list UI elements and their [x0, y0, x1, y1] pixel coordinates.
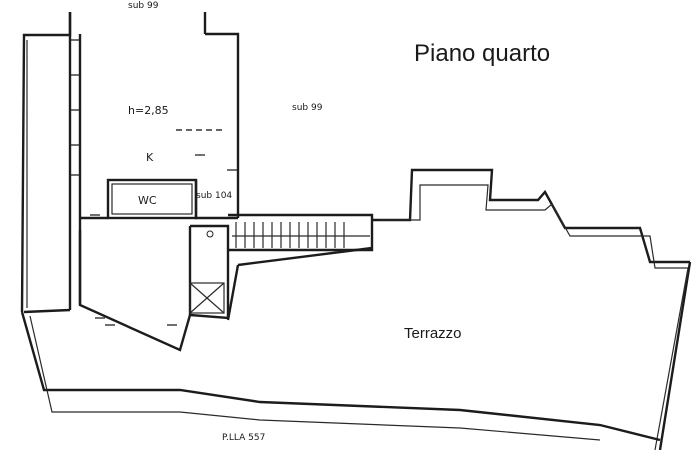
terrace-label: Terrazzo — [404, 325, 462, 342]
wc-label: WC — [138, 194, 157, 207]
kitchen-label: K — [146, 151, 154, 164]
terrace-outline — [226, 168, 692, 450]
lower-room — [23, 230, 192, 352]
sub104-label: sub 104 — [196, 191, 233, 201]
staircase — [228, 213, 374, 252]
building-outline — [20, 12, 240, 313]
parcel-boundary — [20, 311, 661, 442]
floor-title: Piano quarto — [414, 40, 551, 67]
wall-ticks — [71, 39, 237, 326]
parcel-label: P.LLA 557 — [222, 433, 266, 443]
sub99-top-label: sub 99 — [128, 1, 159, 11]
sub99-right-label: sub 99 — [292, 103, 323, 113]
ceiling-height-label: h=2,85 — [128, 104, 169, 117]
